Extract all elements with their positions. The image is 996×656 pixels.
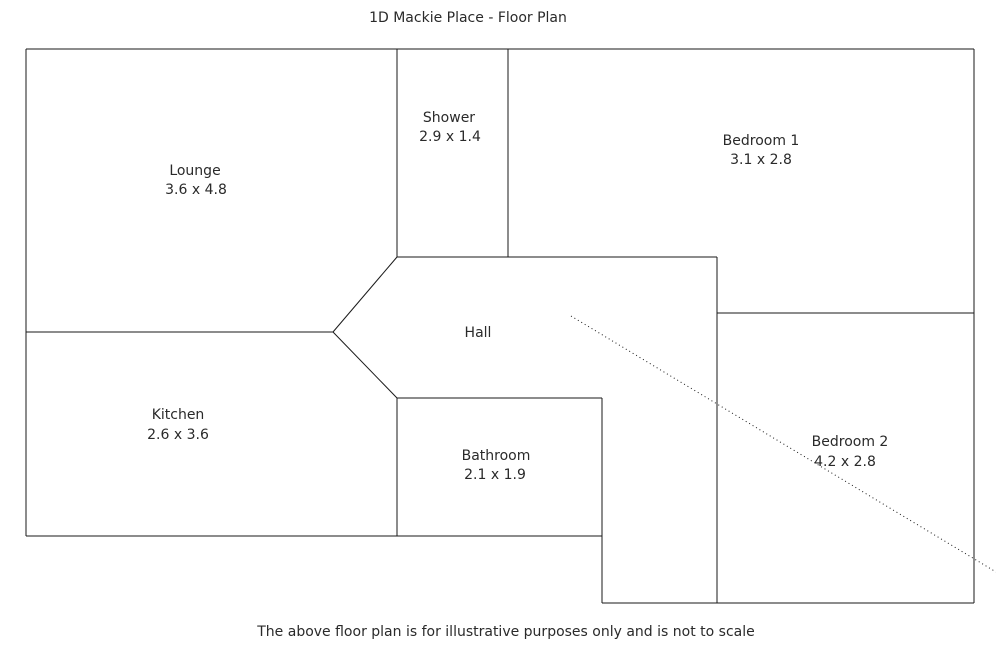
wall-hall-angle-lower bbox=[332, 331, 398, 399]
room-shower: Shower 2.9 x 1.4 bbox=[419, 110, 481, 145]
room-kitchen: Kitchen 2.6 x 3.6 bbox=[147, 407, 209, 443]
room-size: 2.9 x 1.4 bbox=[419, 129, 481, 145]
room-bedroom1: Bedroom 1 3.1 x 2.8 bbox=[723, 133, 800, 168]
room-name: Bedroom 2 bbox=[812, 434, 889, 450]
room-name: Bathroom bbox=[462, 448, 531, 464]
disclaimer-text: The above floor plan is for illustrative… bbox=[256, 624, 755, 640]
room-hall: Hall bbox=[465, 325, 492, 341]
room-name: Bedroom 1 bbox=[723, 133, 800, 149]
room-size: 3.6 x 4.8 bbox=[165, 182, 227, 198]
room-size: 2.1 x 1.9 bbox=[464, 467, 526, 483]
room-bathroom: Bathroom 2.1 x 1.9 bbox=[462, 448, 531, 483]
room-name: Shower bbox=[423, 110, 475, 126]
room-size: 4.2 x 2.8 bbox=[814, 454, 876, 470]
room-name: Kitchen bbox=[152, 407, 205, 423]
room-lounge: Lounge 3.6 x 4.8 bbox=[165, 163, 227, 198]
room-name: Hall bbox=[465, 325, 492, 341]
room-name: Lounge bbox=[169, 163, 220, 179]
walls bbox=[25, 48, 975, 604]
room-bedroom2: Bedroom 2 4.2 x 2.8 bbox=[812, 434, 889, 470]
room-size: 2.6 x 3.6 bbox=[147, 427, 209, 443]
plan-title: 1D Mackie Place - Floor Plan bbox=[369, 10, 567, 26]
room-size: 3.1 x 2.8 bbox=[730, 152, 792, 168]
wall-hall-angle-upper bbox=[332, 256, 398, 333]
dotted-line bbox=[570, 315, 996, 573]
